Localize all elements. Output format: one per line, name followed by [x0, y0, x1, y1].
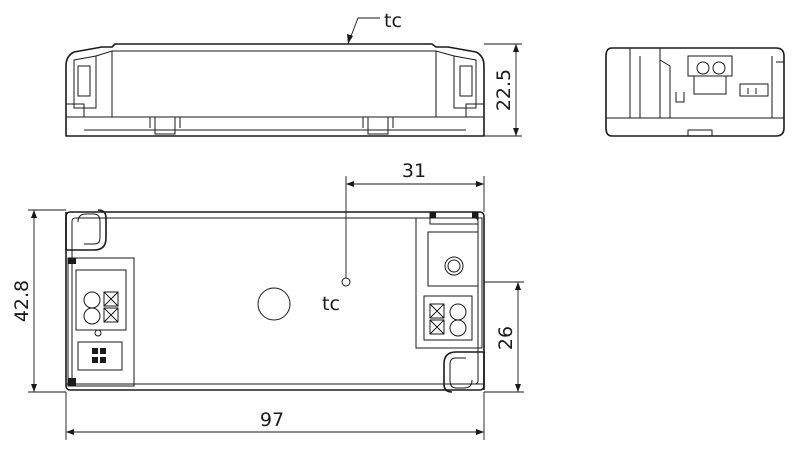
width-arrow-top — [31, 210, 37, 218]
terminal-dim-label: 26 — [495, 326, 517, 350]
side-view: tc 22.5 — [65, 10, 522, 137]
side-view-clip-ribs — [149, 117, 394, 128]
left-terminal-slot-1 — [103, 291, 119, 307]
height-arrow-bottom — [513, 128, 519, 136]
bottom-left-mark — [68, 378, 76, 386]
side-view-body — [65, 43, 485, 137]
terminal-arrow-top — [515, 282, 521, 290]
left-terminal-dot — [94, 329, 102, 337]
left-terminal-housing — [67, 257, 135, 387]
length-arrow-left — [66, 429, 74, 435]
side-view-left-step — [95, 50, 113, 117]
top-view-left-slot-inner — [77, 213, 101, 245]
right-terminal-housing — [415, 217, 483, 349]
tc-center-label: tc — [322, 293, 340, 315]
left-dip-d — [100, 357, 106, 363]
center-hole — [257, 287, 291, 321]
left-terminal-x — [103, 291, 119, 323]
left-dip-a — [92, 348, 98, 354]
side-view-left-cap — [66, 55, 97, 117]
end-view-terminal-block — [687, 55, 733, 77]
left-terminal-frame — [75, 269, 127, 331]
right-terminal-slot-2 — [429, 319, 445, 335]
top-view-left-slot — [65, 209, 107, 251]
end-view-pins — [675, 88, 757, 103]
right-screw-1 — [449, 303, 467, 321]
right-led-frame — [427, 231, 479, 287]
tc-offset-dim-label: 31 — [402, 160, 426, 182]
top-view-inner-edge — [71, 217, 479, 385]
end-view-terminal-base — [693, 75, 727, 95]
right-screw-2 — [449, 319, 467, 337]
right-terminal-x — [429, 303, 445, 335]
end-view — [605, 47, 785, 137]
end-view-foot — [687, 129, 713, 136]
top-view-right-slot-inner — [449, 357, 473, 389]
right-indicator-outer — [444, 256, 464, 276]
tc-point — [341, 277, 351, 287]
side-view-right-cap — [453, 55, 484, 117]
right-terminal-slot-1 — [429, 303, 445, 319]
end-view-left-detail — [639, 56, 671, 118]
left-dip-c — [92, 357, 98, 363]
tc-top-leader — [347, 17, 380, 45]
side-view-clip-right — [367, 117, 389, 135]
end-view-screw-1 — [696, 61, 710, 75]
right-indicator-inner — [447, 259, 461, 273]
top-view-body — [65, 211, 485, 391]
right-terminal-frame — [423, 295, 473, 341]
width-dim-label: 42.8 — [11, 280, 33, 322]
left-screw-1 — [83, 291, 101, 309]
top-view: tc 42.8 31 — [11, 160, 524, 440]
end-view-screw-2 — [712, 61, 726, 75]
length-arrow-right — [476, 429, 484, 435]
left-dip-switch — [77, 341, 123, 371]
tc-top-label: tc — [384, 10, 402, 32]
left-dip-b — [100, 348, 106, 354]
height-dim-label: 22.5 — [493, 69, 515, 111]
left-terminal-slot-2 — [103, 307, 119, 323]
length-dim-label: 97 — [260, 409, 284, 431]
left-screw-2 — [83, 307, 101, 325]
top-view-right-slot — [443, 351, 485, 393]
tc-top-arrow — [347, 34, 353, 44]
end-view-connector — [739, 83, 769, 97]
right-tab-marks — [430, 212, 478, 218]
tc-offset-arrow-right — [476, 181, 484, 187]
height-arrow-top — [513, 44, 519, 52]
end-view-right-edge — [771, 56, 784, 118]
terminal-arrow-bottom — [515, 384, 521, 392]
end-view-body — [605, 47, 785, 137]
side-view-right-step — [435, 50, 455, 117]
side-view-clip-left — [154, 117, 176, 135]
end-view-left-block — [629, 47, 661, 119]
width-arrow-bottom — [31, 384, 37, 392]
tc-offset-arrow-left — [346, 181, 354, 187]
